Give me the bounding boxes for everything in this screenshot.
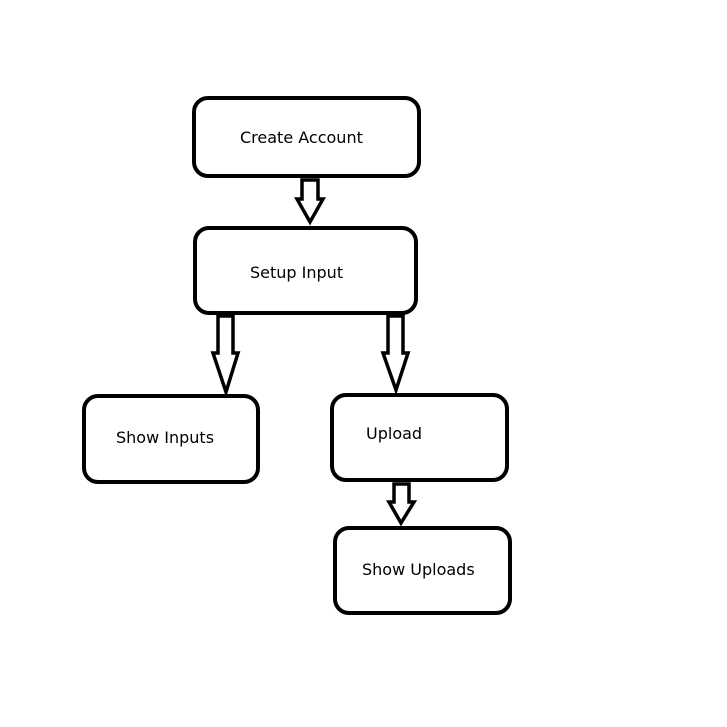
node-create-account: Create Account xyxy=(192,96,421,178)
node-label-create-account: Create Account xyxy=(240,128,363,147)
node-setup-input: Setup Input xyxy=(193,226,418,315)
node-show-uploads: Show Uploads xyxy=(333,526,512,615)
node-label-upload: Upload xyxy=(366,424,423,443)
arrow-setup-input-to-upload xyxy=(380,314,411,396)
arrow-upload-to-show-uploads xyxy=(385,482,418,527)
node-show-inputs: Show Inputs xyxy=(82,394,260,484)
arrow-create-account-to-setup-input xyxy=(294,178,326,226)
arrow-setup-input-to-show-inputs xyxy=(210,314,241,398)
node-label-show-uploads: Show Uploads xyxy=(362,560,475,579)
node-label-setup-input: Setup Input xyxy=(250,263,344,282)
node-upload: Upload xyxy=(330,393,509,482)
node-label-show-inputs: Show Inputs xyxy=(116,428,215,447)
